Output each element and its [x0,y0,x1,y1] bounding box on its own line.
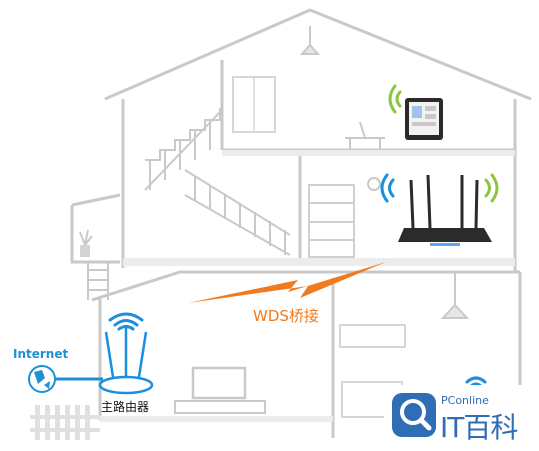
tablet-wifi-icon [388,84,402,114]
bookshelf [308,184,355,258]
main-router-label: 主路由器 [101,400,150,414]
secondary-router [398,174,492,246]
wall-clock [367,177,381,191]
lower-roof-outline [91,270,522,438]
globe-icon [28,365,56,393]
secondary-router-wifi-right-icon [484,173,499,203]
wds-bridge-label: WDS桥接 [253,307,319,325]
lightning-bolt-icon [188,262,386,303]
internet-label: Internet [13,347,69,361]
fence [30,405,100,440]
main-router-wifi-icon [108,312,144,331]
ladder [87,262,109,300]
ceiling-lamp [299,26,321,55]
staircase [144,108,291,256]
magnifier-logo-icon [392,393,436,437]
potted-plant [79,229,93,257]
table [345,121,385,150]
secondary-router-wifi-left-icon [380,173,395,203]
badge-brand-large: IT百科 [440,411,518,444]
tablet [405,98,443,140]
mid-floor-slab [123,258,515,266]
upper-floor-slab [222,150,515,156]
site-badge: PConline IT百科 [384,385,535,447]
pendant-lamp [440,272,470,319]
ground-floor-slab [100,416,333,422]
balcony-outline [70,193,121,264]
upper-roof-outline [104,8,532,272]
television [174,366,266,414]
badge-brand-small: PConline [441,394,489,407]
main-router [98,325,154,395]
kitchen-cabinet [339,324,406,348]
